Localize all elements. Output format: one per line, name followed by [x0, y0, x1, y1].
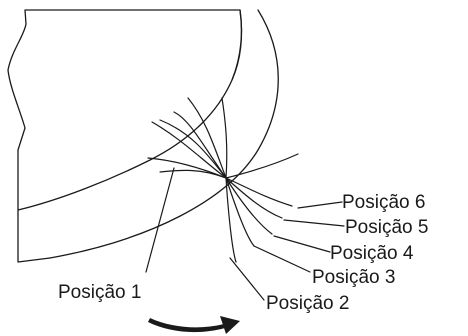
- leader-position-3: [253, 245, 311, 273]
- leader-position-6: [297, 201, 343, 209]
- fiber-lower-4: [225, 177, 283, 219]
- outer-contour: [7, 9, 243, 211]
- leader-position-1: [145, 167, 175, 273]
- label-position-6: Posição 6: [342, 192, 425, 213]
- leader-position-4: [273, 235, 331, 253]
- band-inner-edge: [231, 9, 243, 81]
- leader-position-2: [229, 257, 265, 301]
- fiber-position-2: [221, 97, 228, 179]
- fiber-extra-a: [173, 111, 227, 179]
- label-position-2: Posição 2: [266, 293, 349, 314]
- fiber-fan: [147, 97, 299, 263]
- label-position-3: Posição 3: [312, 267, 395, 288]
- fiber-lower-2: [225, 177, 255, 247]
- rotation-arrow-icon: [148, 316, 240, 334]
- band-bottom-left: [17, 209, 51, 263]
- label-position-4: Posição 4: [330, 243, 414, 264]
- leader-position-5: [283, 219, 345, 227]
- rotation-arrow-shaft: [148, 318, 225, 333]
- fiber-lower-5: [225, 177, 293, 207]
- band-outer-edge: [49, 9, 279, 259]
- fiber-position-6: [225, 153, 299, 179]
- fiber-position-3: [187, 97, 227, 179]
- fiber-position-5: [151, 121, 227, 179]
- rotation-arrow-head: [220, 316, 240, 334]
- label-position-5: Posição 5: [345, 217, 428, 238]
- fiber-lower-3: [225, 177, 273, 235]
- fiber-lower-1: [225, 177, 237, 263]
- label-position-1: Posição 1: [58, 282, 141, 303]
- fiber-extra-b: [159, 169, 227, 179]
